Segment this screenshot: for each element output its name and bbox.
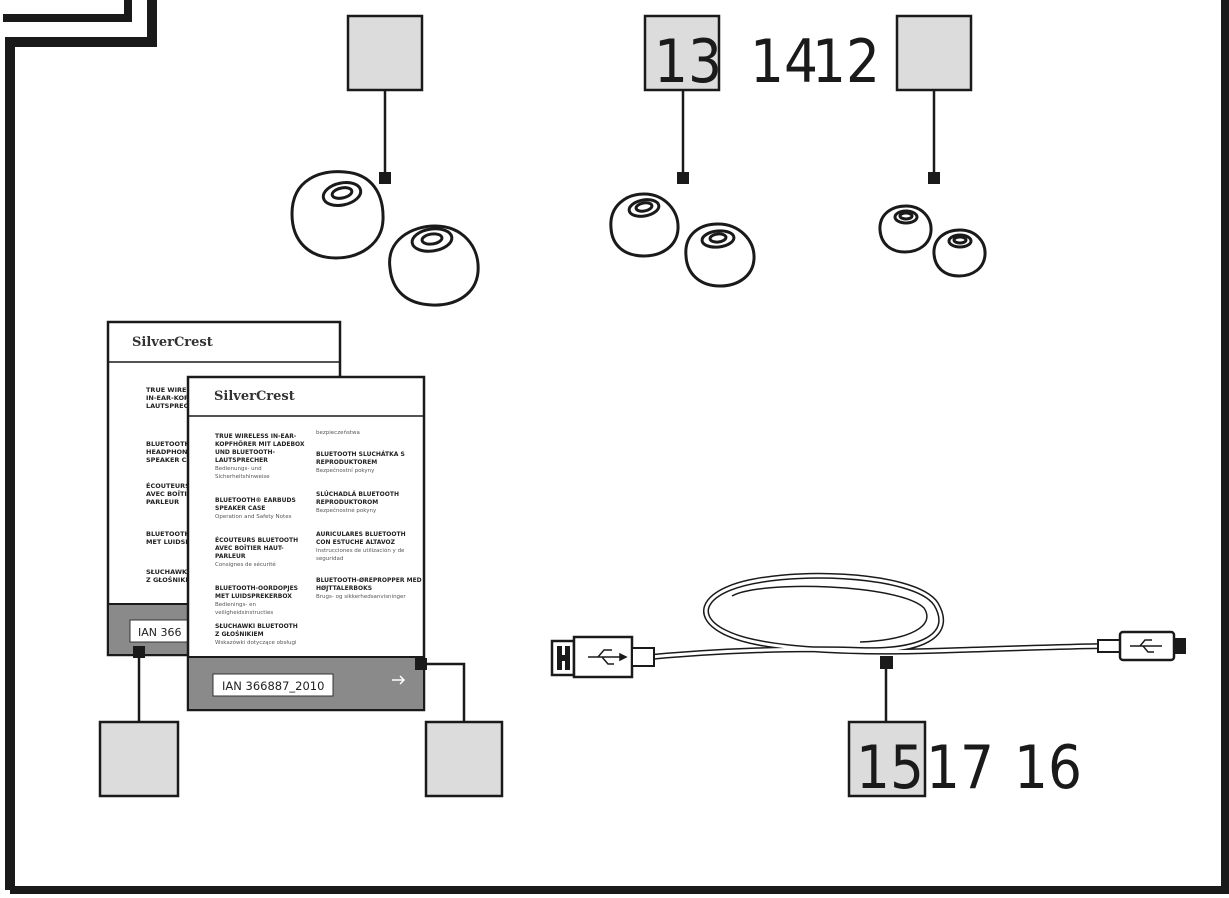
manual-front-line: KOPFHÖRER MIT LADEBOX <box>215 441 305 448</box>
callout-box-manual-back <box>98 720 180 798</box>
manual-front-line: AVEC BOÎTIER HAUT- <box>215 544 284 552</box>
manual-back-line: Z GŁOŚNIKIEM <box>146 575 199 584</box>
callout-box-middle <box>643 14 721 184</box>
ear-tips-large <box>290 170 480 307</box>
manual-front: SilverCrest IAN 366887_2010 TRUE WIRELES… <box>186 375 504 798</box>
usb-c-plug-icon <box>1097 630 1186 662</box>
manual-front-line: Bezpečnostní pokyny <box>316 467 375 474</box>
manual-back-line: HEADPHONES W <box>146 448 206 456</box>
manual-front-line: veiligheidsinstructies <box>215 610 273 616</box>
manual-front-line: Brugs- og sikkerhedsanvisninger <box>316 594 406 600</box>
callout-number-12: 12 <box>812 27 880 97</box>
manual-front-line: Bedienungs- und <box>215 466 262 472</box>
manual-front-line: seguridad <box>316 556 343 562</box>
manual-front-line: AURICULARES BLUETOOTH <box>316 531 406 538</box>
manual-front-line: HØJTTALERBOKS <box>316 585 372 592</box>
manual-back-brand: SilverCrest <box>132 335 213 350</box>
callout-number-15: 15 <box>856 733 924 803</box>
manual-front-line: BLUETOOTH® EARBUDS <box>215 497 296 504</box>
manual-front-line: LAUTSPRECHER <box>215 457 268 464</box>
manual-back-line: ÉCOUTEURS BLU <box>146 481 206 490</box>
callout-number-14: 14 <box>750 27 818 97</box>
manual-front-line: SŁUCHAWKI BLUETOOTH <box>215 623 298 630</box>
callout-box-manual-front <box>424 720 504 798</box>
manual-front-line: BLUETOOTH SLUCHÁTKA S <box>316 451 405 458</box>
frame <box>3 0 1229 894</box>
manual-back-line: PARLEUR <box>146 498 179 506</box>
callout-box-cable <box>847 720 927 798</box>
manual-front-line: CON ESTUCHE ALTAVOZ <box>316 539 396 546</box>
manual-front-line: TRUE WIRELESS IN-EAR- <box>215 433 297 440</box>
manual-front-arrow-icon <box>392 675 406 685</box>
usb-a-plug-icon <box>550 635 655 679</box>
manual-front-line: Instrucciones de utilización y de <box>316 547 405 554</box>
ear-tips-small <box>878 204 987 278</box>
usb-trident-icon <box>588 649 628 665</box>
manual-front-line: SPEAKER CASE <box>215 505 265 512</box>
manual-front-line: REPRODUKTOROM <box>316 499 378 506</box>
manual-front-line: Sicherheitshinweise <box>215 474 270 480</box>
manual-back-ian: IAN 366 <box>138 626 182 639</box>
manual-back-line: MET LUIDSPREKE <box>146 538 209 546</box>
manual-front-line: SLÚCHADLÁ BLUETOOTH <box>316 491 399 498</box>
manual-front-line: BLUETOOTH-OORDOPJES <box>215 585 298 592</box>
callout-box-left <box>346 14 424 184</box>
manual-front-line: bezpieczeństwa <box>316 429 360 436</box>
manual-back-line: SŁUCHAWKI BLU <box>146 568 206 576</box>
manual-front-line: BLUETOOTH-ØREPROPPER MED <box>316 577 422 584</box>
manual-front-language-col1: TRUE WIRELESS IN-EAR- KOPFHÖRER MIT LADE… <box>215 433 305 646</box>
callout-number-16: 16 <box>1014 733 1082 803</box>
callout-number-17: 17 <box>926 733 994 803</box>
callout-box-right <box>895 14 973 184</box>
manual-front-line: PARLEUR <box>215 553 246 560</box>
manual-back-line: SPEAKER CASE <box>146 456 201 464</box>
manual-back-line: BLUETOOTH <box>146 440 190 448</box>
manual-front-line: Bezpečnostné pokyny <box>316 507 377 514</box>
manual-back-line: AVEC BOÎTIER HA <box>146 489 209 498</box>
manual-front-line: Consignes de sécurité <box>215 561 276 568</box>
ear-tips-medium <box>609 192 756 288</box>
manual-back-line: BLUETOOTH <box>146 530 190 538</box>
manual-front-line: Z GŁOŚNIKIEM <box>215 631 264 638</box>
callout-number-13: 13 <box>654 27 722 97</box>
manual-front-line: REPRODUKTOREM <box>316 459 377 466</box>
manual-front-brand: SilverCrest <box>214 389 295 404</box>
manual-front-line: ÉCOUTEURS BLUETOOTH <box>215 536 298 544</box>
manual-front-line: Wskazówki dotyczące obsługi <box>215 639 297 646</box>
manual-front-language-col2: bezpieczeństwa BLUETOOTH SLUCHÁTKA S REP… <box>316 429 422 600</box>
manual-back-line: LAUTSPRECHER <box>146 402 203 410</box>
manual-back-line: TRUE WIRELESS <box>146 386 204 394</box>
manual-front-line: Bedienings- en <box>215 602 257 608</box>
manual-front-line: UND BLUETOOTH- <box>215 449 276 456</box>
manual-front-line: MET LUIDSPREKERBOX <box>215 593 292 600</box>
manual-front-line: Operation and Safety Notes <box>215 514 292 520</box>
manual-front-ian: IAN 366887_2010 <box>222 679 324 693</box>
usb-cable <box>550 572 1186 798</box>
